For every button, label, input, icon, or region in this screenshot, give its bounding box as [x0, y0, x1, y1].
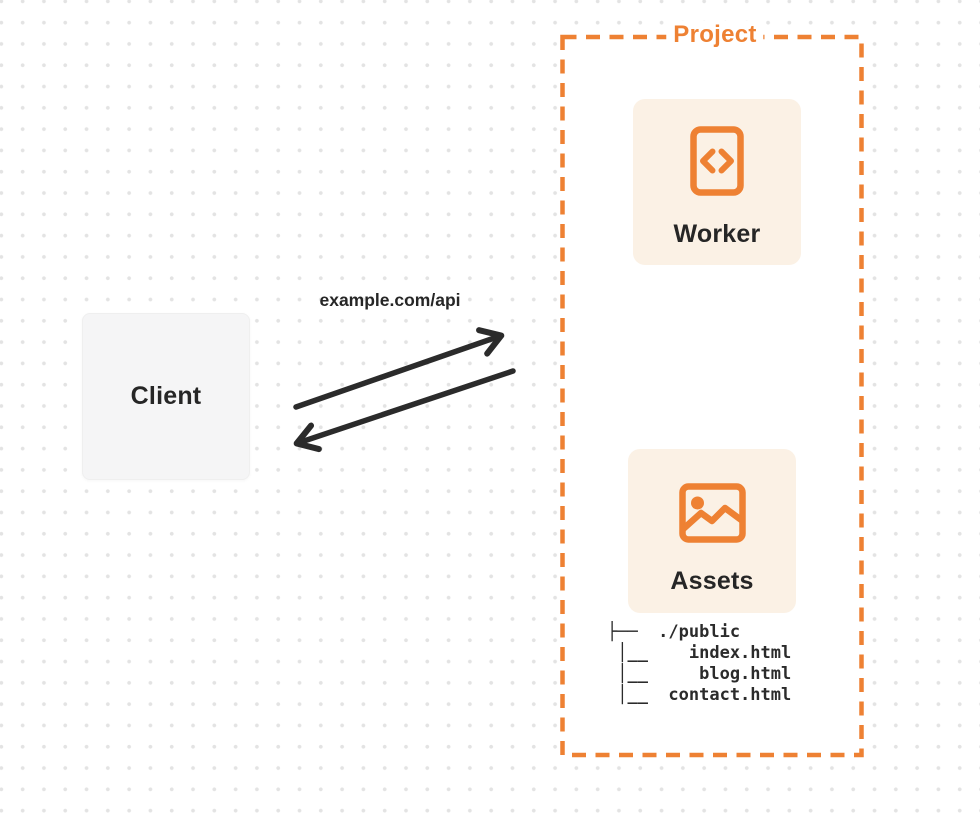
worker-label: Worker: [673, 220, 761, 248]
tree-file-index: │__ index.html: [607, 643, 792, 663]
image-icon: [678, 483, 746, 543]
request-url-label: example.com/api: [319, 290, 461, 310]
tree-file-contact: │__ contact.html: [607, 685, 792, 705]
assets-file-tree: ├── ./public │__ index.html │__ blog.htm…: [607, 622, 791, 706]
assets-label: Assets: [670, 567, 754, 595]
tree-file-blog: │__ blog.html: [607, 664, 792, 684]
project-group-label: Project: [666, 21, 764, 49]
code-document-icon: [690, 126, 744, 196]
client-label: Client: [130, 382, 202, 410]
request-arrow: [293, 327, 505, 410]
client-node: Client: [82, 313, 250, 480]
tree-root-public: ├── ./public: [607, 622, 741, 642]
assets-node: Assets: [628, 449, 796, 613]
response-arrow: [293, 368, 516, 453]
worker-node: Worker: [633, 99, 801, 265]
